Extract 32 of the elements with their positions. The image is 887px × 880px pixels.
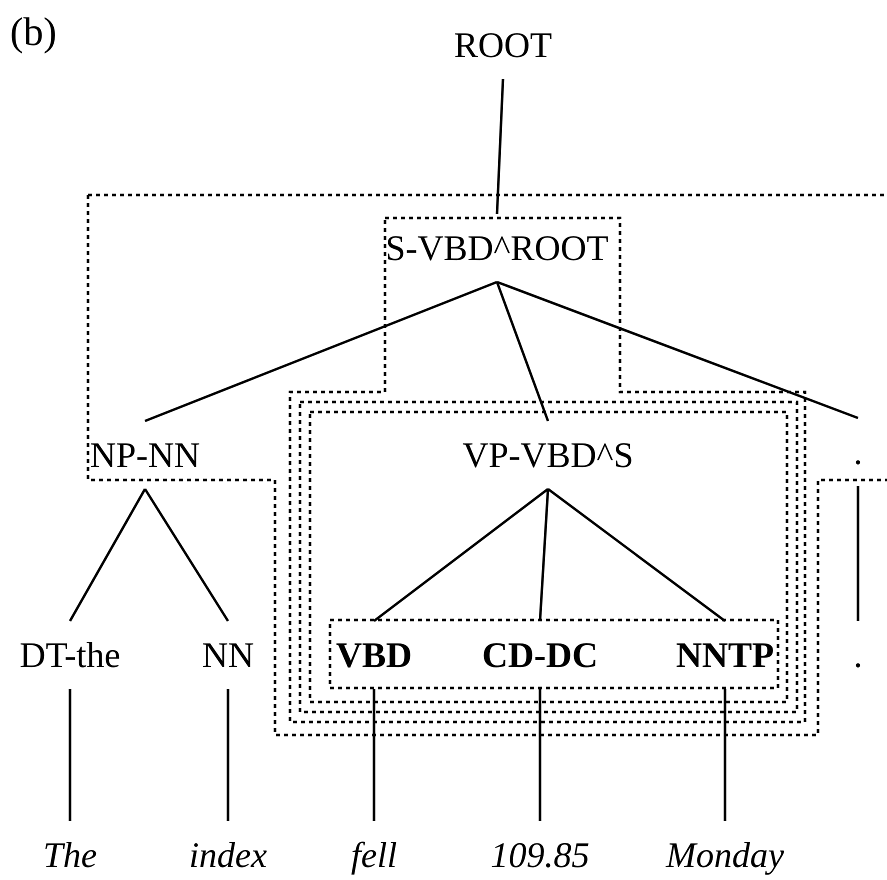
tree-branch [144, 488, 230, 622]
tree-branch [226, 689, 230, 821]
tree-branch [856, 486, 860, 621]
tree-branch [496, 282, 550, 422]
tree-branch [538, 689, 542, 821]
tree-branch [68, 488, 146, 622]
word-label: fell [347, 821, 401, 880]
word-label: Monday [662, 821, 788, 880]
tree-branch [496, 280, 858, 420]
tree-node-label: NN [198, 621, 258, 689]
tree-branch [496, 78, 504, 214]
tree-branch [68, 689, 72, 821]
panel-label: (b) [10, 10, 57, 54]
tree-node-label: CD-DC [478, 621, 602, 689]
tree-node-label: VP-VBD^S [458, 421, 638, 489]
tree-node-label: ROOT [450, 11, 556, 79]
tree-node-label: VBD [332, 621, 416, 689]
word-label: The [39, 821, 101, 880]
tree-branch [373, 488, 549, 622]
tree-node-label: NNTP [672, 621, 778, 689]
tree-node-label: S-VBD^ROOT [382, 214, 612, 282]
tree-node-label: . [850, 418, 866, 486]
tree-branch [538, 488, 550, 622]
tree-node-label: DT-the [16, 621, 124, 689]
tree-branch [547, 488, 726, 622]
tree-node-label: NP-NN [86, 421, 204, 489]
tree-node-label: . [850, 621, 866, 689]
word-label: index [185, 821, 271, 880]
tree-branch [372, 689, 376, 821]
word-label: 109.85 [486, 821, 594, 880]
tree-branch [724, 689, 726, 821]
tree-branch [144, 280, 498, 422]
